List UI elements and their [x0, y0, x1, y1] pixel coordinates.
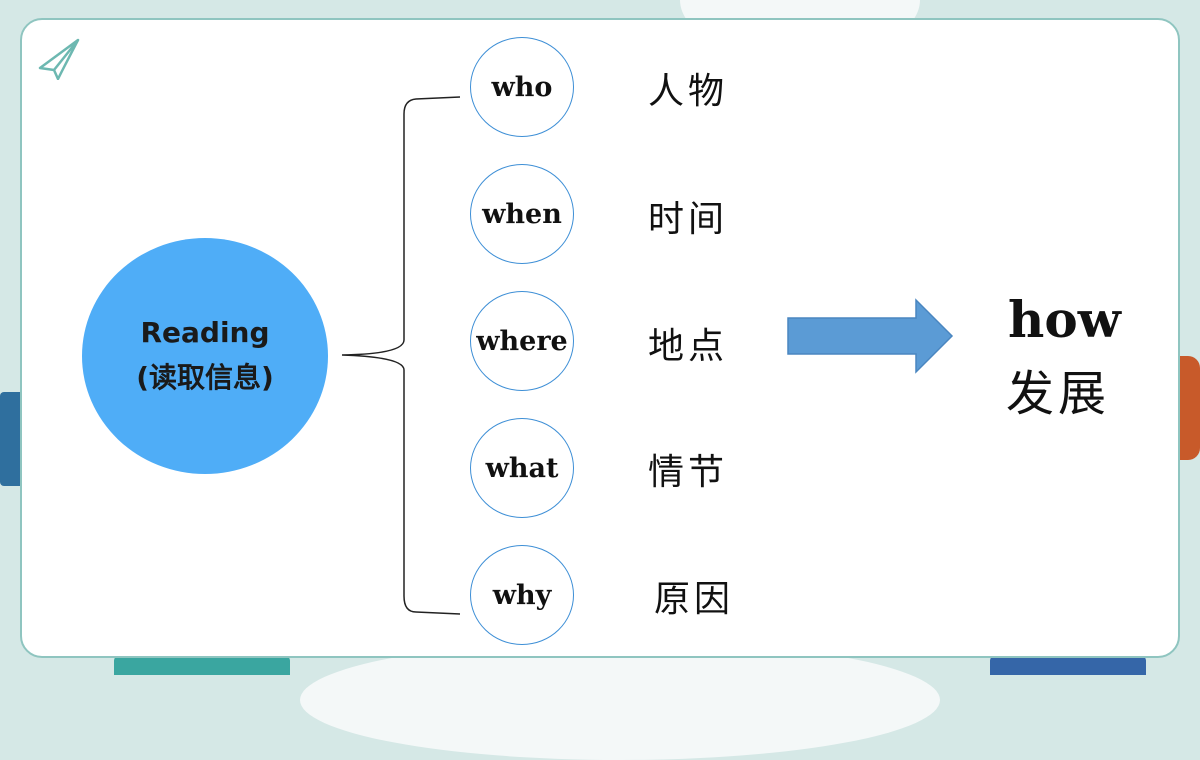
- how-cn-label: 发展: [1006, 366, 1111, 422]
- when-label: when: [482, 198, 562, 230]
- where-circle: where: [470, 291, 574, 391]
- why-circle: why: [470, 545, 574, 645]
- reading-subtitle: (读取信息): [136, 361, 274, 394]
- where-cn-label: 地点: [648, 326, 729, 367]
- reading-title: Reading: [140, 316, 270, 350]
- background-figure-bottom-right: [990, 655, 1146, 675]
- who-label: who: [491, 71, 553, 103]
- background-blob-bottom: [300, 640, 940, 760]
- when-circle: when: [470, 164, 574, 264]
- why-label: why: [492, 579, 552, 611]
- right-arrow: [787, 298, 954, 374]
- background-figure-left: [0, 392, 22, 486]
- paper-plane-icon: [38, 38, 80, 80]
- reading-circle: Reading (读取信息): [82, 238, 328, 474]
- what-label: what: [485, 452, 559, 484]
- who-circle: who: [470, 37, 574, 137]
- what-circle: what: [470, 418, 574, 518]
- how-label: how: [1008, 290, 1121, 349]
- background-figure-bottom-left: [114, 655, 290, 675]
- background-figure-right: [1178, 356, 1200, 460]
- where-label: where: [476, 325, 568, 357]
- why-cn-label: 原因: [654, 579, 735, 620]
- when-cn-label: 时间: [648, 199, 729, 240]
- who-cn-label: 人物: [648, 71, 729, 112]
- what-cn-label: 情节: [648, 452, 729, 493]
